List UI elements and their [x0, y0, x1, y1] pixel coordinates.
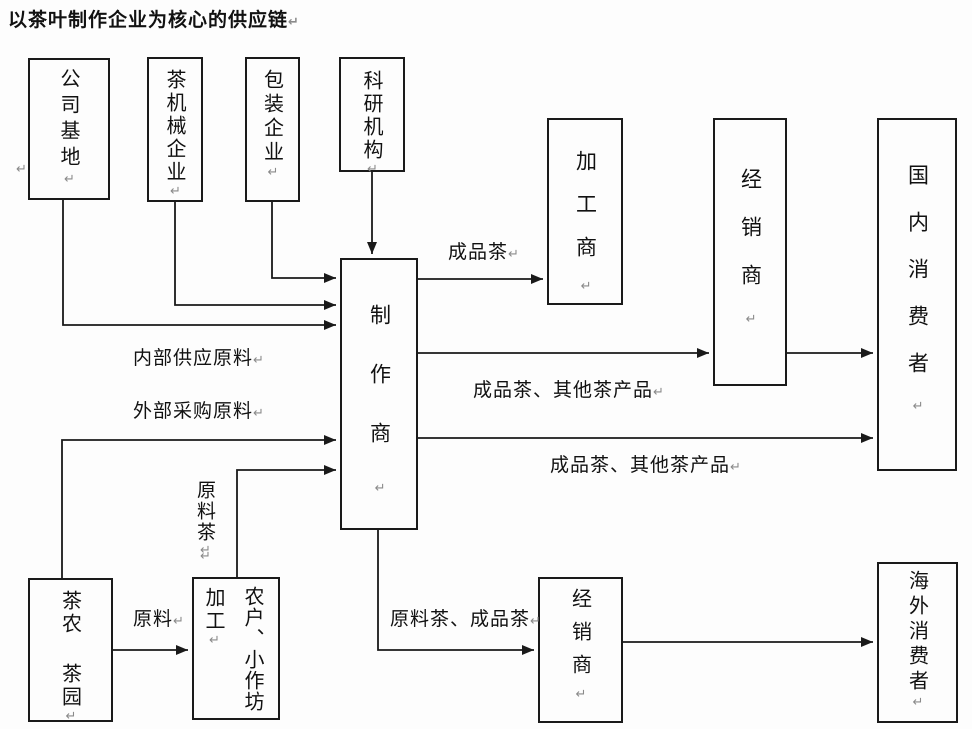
node-label-text: 科研机构	[360, 70, 384, 162]
edge-label-products-to-domestic: 成品茶、其他茶产品↵	[550, 450, 741, 477]
node-label-text: 经销商	[738, 168, 763, 312]
edge-label-text: 成品茶、其他茶产品	[550, 454, 731, 476]
node-label-text: 制作商	[367, 304, 392, 481]
paragraph-mark: ↵	[253, 406, 264, 421]
node-distributor-top: 经销商↵	[713, 118, 787, 386]
paragraph-mark: ↵	[743, 312, 759, 327]
node-label: 制作商↵	[367, 260, 392, 528]
paragraph-mark: ↵	[168, 184, 183, 199]
paragraph-mark: ↵	[508, 247, 519, 262]
edge-label-raw-and-finished-tea: 原料茶、成品茶↵	[390, 604, 541, 631]
edge-label-finished-tea: 成品茶↵	[448, 237, 519, 264]
node-processor: 加工商↵	[547, 118, 623, 305]
node-distributor-bottom: 经销商↵	[538, 577, 623, 723]
edge-label-internal-supply: 内部供应原料↵	[133, 343, 264, 370]
edge-maker-to-distributor-bottom	[377, 530, 534, 655]
node-label: 农户、小作坊	[241, 586, 265, 712]
edge-label-text: 内部供应原料	[133, 347, 254, 369]
node-label: 科研机构↵	[360, 59, 384, 177]
paragraph-mark: ↵	[372, 481, 388, 496]
paragraph-mark: ↵	[573, 687, 589, 702]
node-label-text: 海外消费者	[905, 570, 930, 695]
node-packaging: 包装企业↵	[245, 57, 300, 202]
node-label-text: 经销商	[568, 588, 593, 687]
node-label-text: 包装企业	[260, 69, 285, 165]
paragraph-mark: ↵	[62, 172, 77, 187]
node-domestic-consumers: 国内消费者↵	[877, 118, 957, 471]
node-label: 经销商↵	[568, 579, 593, 721]
node-label: 茶机械企业↵	[163, 59, 187, 200]
node-label: 公司基地↵	[57, 60, 81, 198]
node-label: 海外消费者↵	[905, 564, 930, 721]
node-label-text: 茶农 茶园	[58, 590, 83, 709]
edge-label-text: 原料茶	[194, 480, 216, 543]
edge-label-text: 原料茶、成品茶	[390, 608, 531, 630]
node-maker: 制作商↵	[340, 258, 418, 530]
paragraph-mark: ↵	[653, 385, 664, 400]
node-label: 加工商↵	[573, 120, 598, 303]
node-tea-machinery: 茶机械企业↵	[147, 57, 203, 202]
stray-paragraph-mark: ↵	[200, 549, 211, 564]
node-overseas-consumers: 海外消费者↵	[877, 562, 958, 723]
paragraph-mark: ↵	[578, 279, 594, 294]
edge-packaging-to-maker	[271, 202, 336, 283]
node-label-text: 公司基地	[57, 68, 81, 172]
edge-label-text: 成品茶	[448, 241, 509, 263]
edge-label-raw-material: 原料↵	[133, 604, 184, 631]
node-label-text: 茶机械企业	[163, 69, 187, 184]
node-workshop: 加工↵ 农户、小作坊	[192, 577, 280, 720]
edge-label-external-purchase: 外部采购原料↵	[133, 396, 264, 423]
node-sublabel-text: 加工	[202, 587, 226, 633]
node-research: 科研机构↵	[339, 57, 405, 177]
node-company-base: 公司基地↵	[28, 58, 110, 200]
node-label: 国内消费者↵	[905, 120, 930, 469]
edge-workshop-to-maker	[236, 465, 336, 577]
node-tea-farmers: 茶农 茶园↵	[28, 578, 113, 724]
paragraph-mark: ↵	[730, 460, 741, 475]
edge-label-raw-tea: 原料茶↵	[192, 480, 219, 558]
edge-label-products-to-distributor: 成品茶、其他茶产品↵	[473, 375, 664, 402]
paragraph-mark: ↵	[207, 633, 222, 648]
paragraph-mark: ↵	[288, 15, 299, 30]
node-label: 经销商↵	[738, 120, 763, 384]
node-label: 茶农 茶园↵	[58, 580, 83, 724]
edge-label-text: 原料	[133, 608, 174, 630]
edge-label-text: 外部采购原料	[133, 400, 254, 422]
paragraph-mark: ↵	[253, 353, 264, 368]
paragraph-mark: ↵	[530, 614, 541, 629]
edge-label-text: 成品茶、其他茶产品	[473, 379, 654, 401]
paragraph-mark: ↵	[63, 709, 79, 724]
node-label-text: 加工商	[573, 150, 598, 279]
stray-paragraph-mark: ↵	[16, 162, 27, 177]
paragraph-mark: ↵	[265, 165, 281, 180]
paragraph-mark: ↵	[198, 543, 213, 558]
paragraph-mark: ↵	[910, 695, 926, 710]
paragraph-mark: ↵	[365, 162, 380, 177]
diagram-title: 以茶叶制作企业为核心的供应链↵	[8, 5, 299, 32]
node-label-text: 农户、小作坊	[241, 586, 265, 712]
paragraph-mark: ↵	[173, 614, 184, 629]
node-label: 包装企业↵	[260, 59, 285, 200]
node-label-text: 国内消费者	[905, 164, 930, 399]
diagram-title-text: 以茶叶制作企业为核心的供应链	[8, 9, 289, 31]
edge-company-base-to-maker	[62, 200, 336, 330]
edge-machinery-to-maker	[174, 202, 336, 310]
paragraph-mark: ↵	[910, 399, 926, 414]
node-sublabel: 加工↵	[202, 587, 226, 648]
